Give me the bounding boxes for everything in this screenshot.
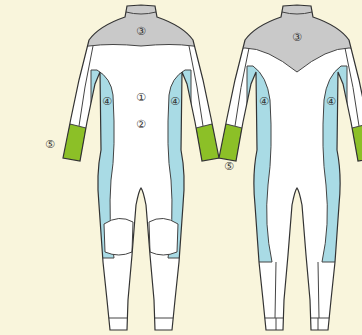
knee-pad xyxy=(149,218,178,255)
callout-number: ① xyxy=(136,92,146,103)
callout-number: ⑤ xyxy=(45,139,55,150)
shoulder-panel xyxy=(217,0,362,72)
callout-number: ④ xyxy=(259,96,269,107)
leg-seam xyxy=(318,262,319,318)
arm-seam xyxy=(345,48,359,126)
side-panel xyxy=(322,66,347,262)
wetsuit-front xyxy=(61,0,221,330)
collar-seam xyxy=(126,12,156,14)
arm-seam xyxy=(189,46,203,126)
arm-seam xyxy=(79,46,93,126)
callout-number: ⑤ xyxy=(224,161,234,172)
side-panel xyxy=(247,66,272,262)
ankle-seam xyxy=(257,318,337,319)
leg-seam xyxy=(275,262,276,318)
ankle-zip xyxy=(276,318,318,330)
suit-body xyxy=(63,5,219,330)
callout-number: ④ xyxy=(326,96,336,107)
suit-outline xyxy=(219,5,362,330)
shoulder-panel xyxy=(61,0,221,50)
callout-number: ② xyxy=(136,119,146,130)
cuff xyxy=(217,124,242,163)
wetsuit-back xyxy=(217,0,362,330)
callout-number: ③ xyxy=(292,32,302,43)
callout-number: ④ xyxy=(170,96,180,107)
suit-outline xyxy=(63,5,219,330)
ankle-seam xyxy=(101,318,181,319)
cuff xyxy=(61,124,86,163)
cuff xyxy=(196,124,221,163)
callout-number: ④ xyxy=(102,96,112,107)
knee-pad xyxy=(104,218,133,255)
collar-seam xyxy=(282,12,312,14)
arm-seam xyxy=(235,48,249,126)
callout-number: ③ xyxy=(136,26,146,37)
